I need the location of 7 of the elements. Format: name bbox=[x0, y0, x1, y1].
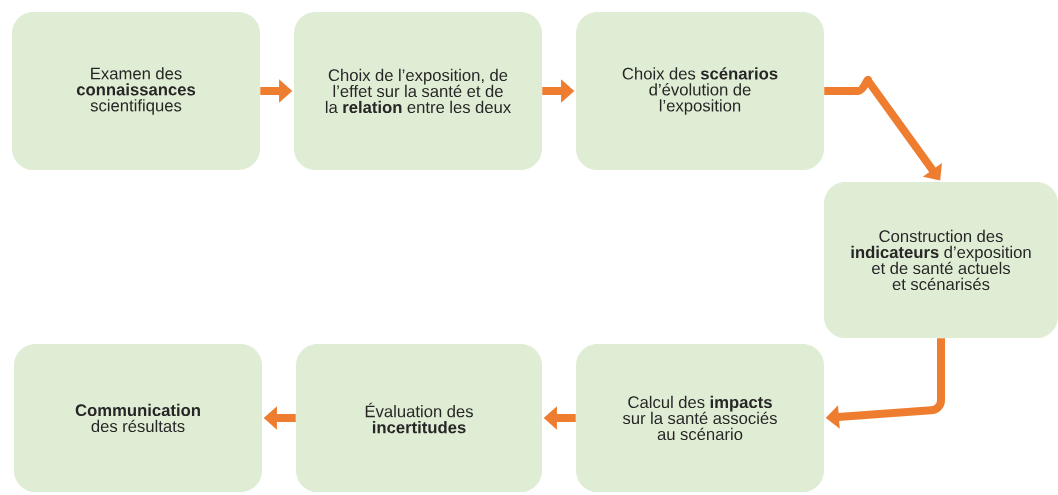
process-box: Communication des résultats bbox=[14, 344, 262, 492]
process-box: Construction des indicateurs d’exposition et de santé actuels et scénarisés bbox=[824, 182, 1058, 338]
process-box: Choix des scénarios d’évolution de l’exposition bbox=[576, 12, 824, 170]
process-box: Examen des connaissances scientifiques bbox=[12, 12, 260, 170]
process-box: Choix de l’exposition, de l’effet sur la santé et de la relation entre les deux bbox=[294, 12, 542, 170]
process-box: Évaluation des incertitudes bbox=[296, 344, 542, 492]
process-box: Calcul des impacts sur la santé associés au scénario bbox=[576, 344, 824, 492]
